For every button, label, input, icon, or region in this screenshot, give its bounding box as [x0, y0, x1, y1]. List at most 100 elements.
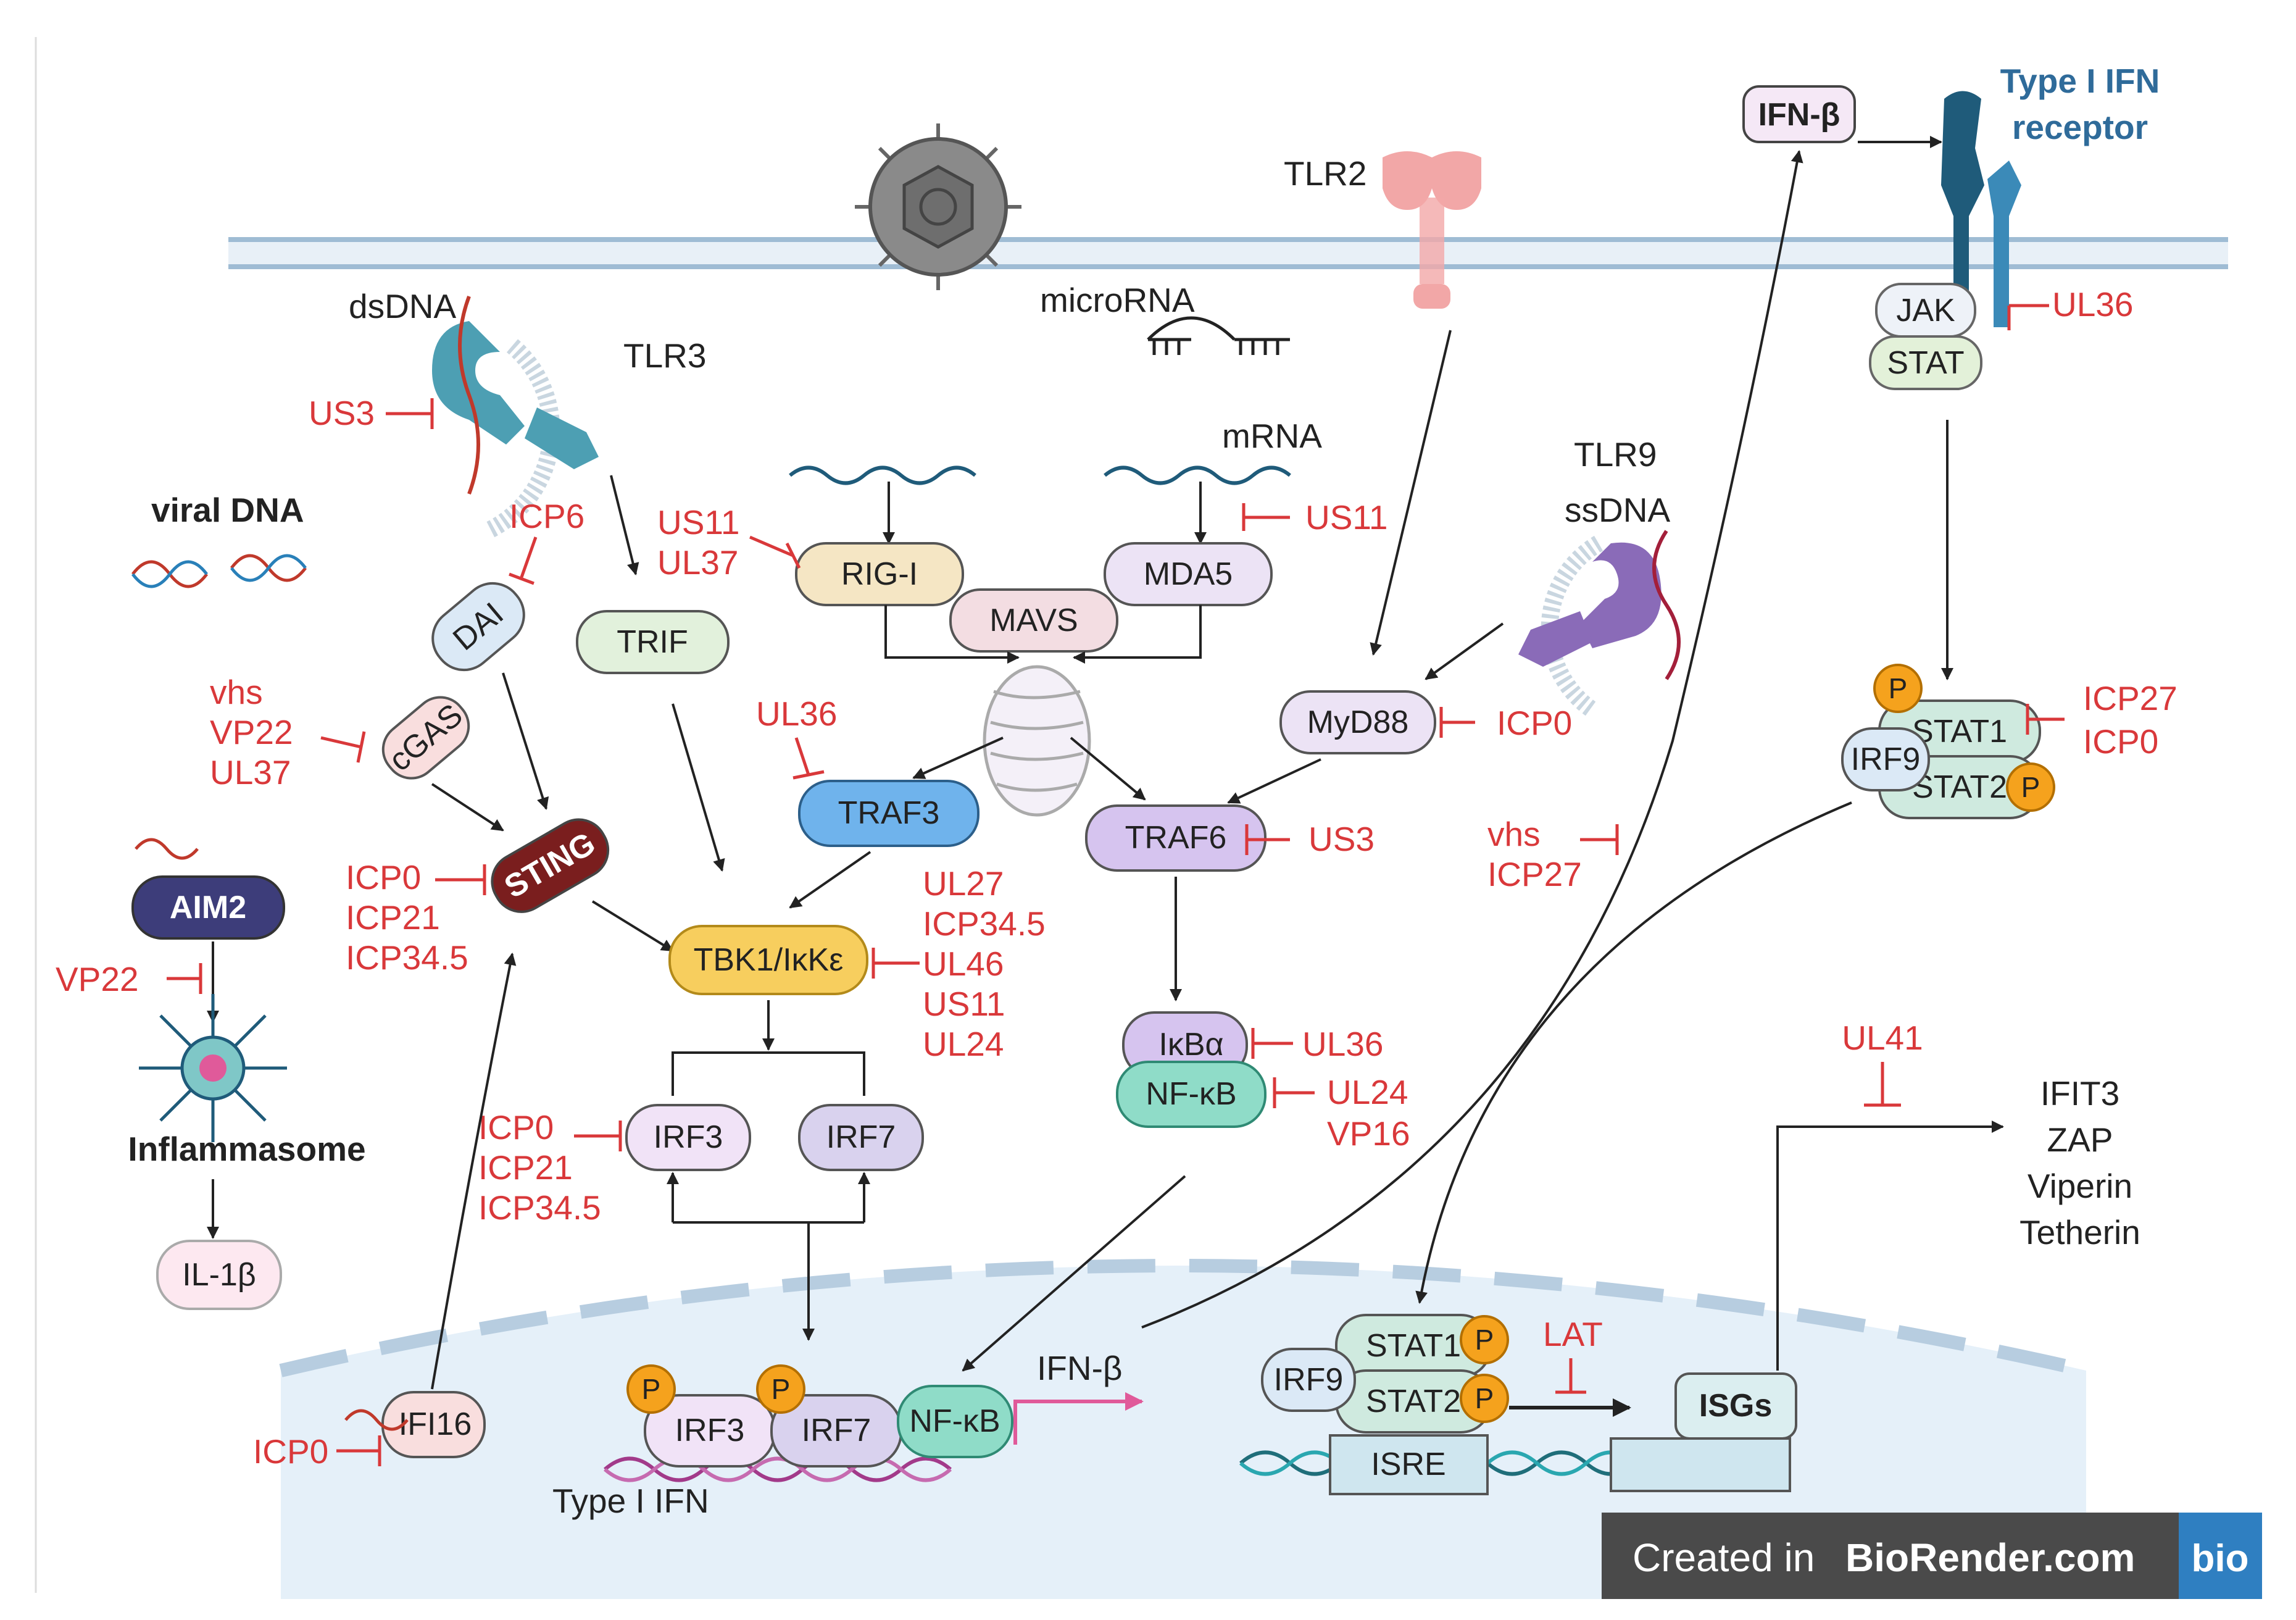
irf7-node: [798, 1104, 924, 1171]
stat2-nuclear-label: STAT2: [1366, 1384, 1461, 1419]
il1b-node: [156, 1240, 282, 1310]
inh-icp6: ICP6: [509, 497, 584, 535]
inh-vhs-cgas: vhs: [210, 673, 263, 711]
tbk1-label: TBK1/IκKε: [694, 942, 844, 978]
inh-lat: LAT: [1543, 1315, 1603, 1353]
inh-ul46-tbk1: UL46: [923, 945, 1004, 983]
mavs-node: [949, 588, 1118, 653]
ssdna-label: ssDNA: [1565, 491, 1670, 529]
phospho-label: P: [2021, 771, 2040, 803]
inh-vp16-nfkb: VP16: [1327, 1114, 1410, 1153]
dsdna-label: dsDNA: [349, 287, 457, 325]
isre-label: ISRE: [1371, 1447, 1445, 1482]
type1-ifn-label: Type I IFN: [552, 1482, 709, 1520]
tlr9-label: TLR9: [1574, 435, 1657, 474]
inh-ul24-nfkb: UL24: [1327, 1073, 1408, 1111]
phospho-label: P: [1889, 672, 1908, 704]
inh-ul41: UL41: [1842, 1019, 1923, 1057]
microrna-label: microRNA: [1040, 281, 1195, 319]
irf9-nuclear-node: [1261, 1348, 1356, 1412]
inh-us3-tlr3: US3: [309, 394, 375, 432]
trif-label: TRIF: [617, 624, 688, 660]
watermark-brand: BioRender.com: [1845, 1535, 2135, 1580]
dai-node: [431, 582, 525, 672]
isgs-node: [1674, 1372, 1797, 1440]
jak-label: JAK: [1896, 293, 1955, 328]
irf3-node: [625, 1104, 751, 1171]
mitochondrion-icon: [983, 665, 1091, 817]
isgs-label: ISGs: [1699, 1388, 1773, 1424]
stat1-nuclear-label: STAT1: [1366, 1328, 1461, 1364]
inh-vp22-cgas: VP22: [210, 713, 293, 751]
inh-us11-rigi: US11: [657, 503, 740, 541]
inh-icp27-stat: ICP27: [2083, 679, 2177, 717]
inh-icp0-sting: ICP0: [346, 858, 421, 896]
cell-membrane: [228, 237, 2228, 269]
inh-us11-tbk1: US11: [923, 985, 1005, 1023]
inh-ul36-jak: UL36: [2052, 285, 2133, 324]
aim2-dna-icon: [135, 838, 199, 860]
ikba-label: IκBα: [1158, 1027, 1223, 1063]
stat1-label: STAT1: [1912, 714, 2007, 749]
phospho-badge: [1460, 1315, 1509, 1364]
inh-icp0-myd88: ICP0: [1497, 704, 1572, 742]
ifi16-label: IFI16: [399, 1406, 472, 1442]
inh-us11-mda5: US11: [1305, 498, 1388, 537]
tlr2-receptor-icon: [1383, 151, 1481, 309]
cgas-node: [381, 696, 470, 780]
inh-icp0-ifi16: ICP0: [253, 1432, 328, 1471]
inflammasome-label: Inflammasome: [128, 1130, 365, 1168]
phospho-badge: [756, 1364, 805, 1414]
dna-strand-left: [604, 1456, 952, 1482]
ifn-beta-nuclear-label: IFN-β: [1037, 1349, 1123, 1387]
stat-label: STAT: [1887, 345, 1964, 381]
microrna-icon: [1147, 316, 1290, 355]
irf7-nuclear-label: IRF7: [802, 1413, 871, 1448]
mavs-label: MAVS: [989, 603, 1078, 638]
traf3-label: TRAF3: [838, 795, 940, 831]
inh-ul37-cgas: UL37: [210, 753, 291, 791]
rna-wave-icon: [789, 466, 976, 485]
biorender-watermark: Created in BioRender.com bio: [1602, 1513, 2262, 1599]
phospho-badge: [1873, 664, 1923, 713]
inflammasome-icon: [139, 994, 287, 1142]
nfkb-node: [1116, 1061, 1267, 1128]
tlr2-label: TLR2: [1284, 154, 1367, 193]
phospho-label: P: [772, 1373, 791, 1405]
nfkb-nuclear-label: NF-κB: [909, 1403, 1000, 1439]
tlr9-receptor-icon: [1518, 530, 1681, 717]
inh-ul24-tbk1: UL24: [923, 1025, 1004, 1063]
type1-receptor-label-2: receptor: [2012, 108, 2148, 146]
ifn-beta-top-node: [1742, 85, 1856, 143]
il1b-label: IL-1β: [182, 1257, 256, 1293]
mrna-wave-icon: [1104, 466, 1291, 485]
inh-icp21-sting: ICP21: [346, 898, 440, 937]
phospho-label: P: [642, 1373, 661, 1405]
isg-item: Viperin: [2028, 1167, 2132, 1205]
tbk1-node: [668, 925, 868, 995]
phospho-label: P: [1475, 1382, 1494, 1414]
viral-dna-icon: [131, 554, 307, 588]
trif-node: [576, 610, 730, 674]
mda5-label: MDA5: [1144, 556, 1233, 592]
myd88-label: MyD88: [1307, 704, 1409, 740]
ifn-beta-top-label: IFN-β: [1758, 97, 1841, 133]
isg-gene-box: [1610, 1437, 1791, 1492]
biorender-logo: bio: [2192, 1537, 2249, 1580]
inh-icp0-stat: ICP0: [2083, 722, 2158, 761]
irf3-label: IRF3: [654, 1119, 723, 1155]
inh-icp21-irf3: ICP21: [478, 1148, 573, 1187]
ifi16-dna-icon: [344, 1409, 409, 1431]
traf3-node: [798, 780, 980, 847]
aim2-label: AIM2: [170, 890, 246, 925]
type1-receptor-label-1: Type I IFN: [2000, 62, 2160, 100]
phospho-badge: [626, 1364, 676, 1414]
myd88-node: [1279, 690, 1436, 754]
rigi-label: RIG-I: [841, 556, 918, 592]
inh-ul36-ikba: UL36: [1302, 1025, 1383, 1063]
isg-item: ZAP: [2047, 1121, 2113, 1159]
isre-box: [1329, 1434, 1489, 1495]
tlr3-label: TLR3: [623, 336, 707, 375]
nfkb-nuclear-node: [897, 1385, 1013, 1458]
